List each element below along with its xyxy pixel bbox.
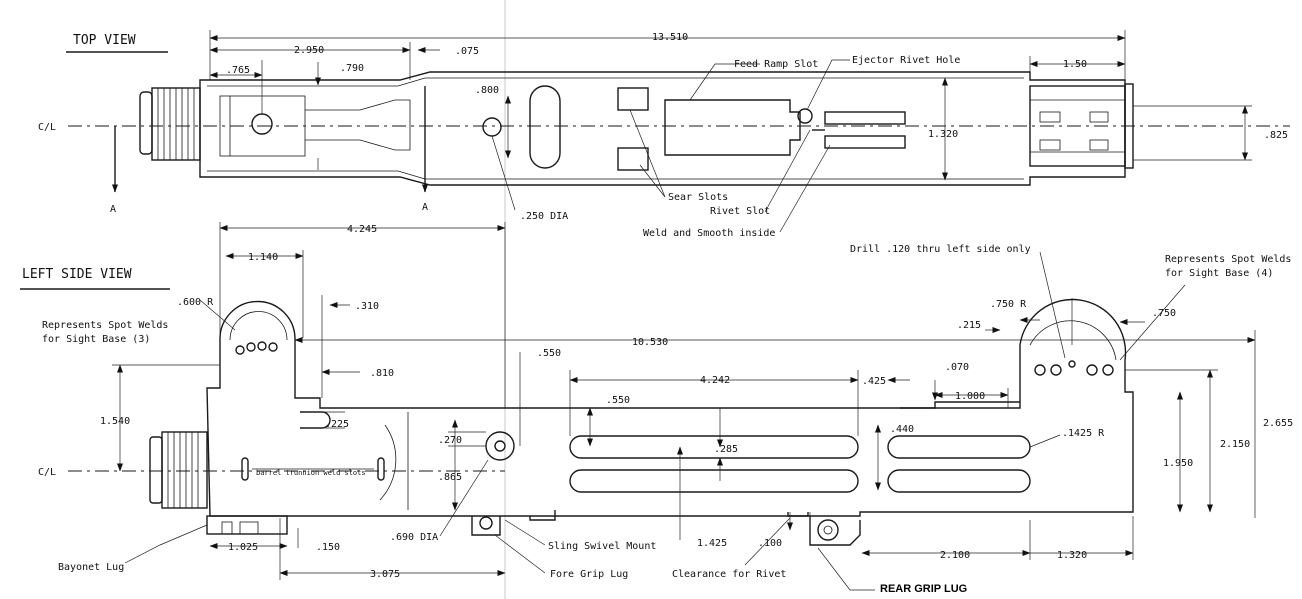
dim-top-800: .800 (475, 85, 499, 96)
callout-spot-welds-4-line1: Represents Spot Welds (1165, 254, 1291, 265)
callout-drill: Drill .120 thru left side only (850, 244, 1031, 255)
dim-side-150: .150 (316, 542, 340, 553)
dim-side-4245: 4.245 (347, 224, 377, 235)
callout-bayonet-lug: Bayonet Lug (58, 562, 124, 573)
dim-side-1540: 1.540 (100, 416, 130, 427)
dim-top-825: .825 (1264, 130, 1288, 141)
dim-top-765: .765 (226, 65, 250, 76)
section-mark-left: A (110, 204, 116, 215)
dim-hole-dia: .250 DIA (520, 211, 568, 222)
dim-overall-length: 13.510 (652, 32, 688, 43)
dim-side-1025: 1.025 (228, 542, 258, 553)
dim-side-550b: .550 (606, 395, 630, 406)
callout-fore-grip: Fore Grip Lug (550, 569, 628, 580)
dim-top-1320: 1.320 (928, 129, 958, 140)
dim-side-10530: 10.530 (632, 337, 668, 348)
dim-side-2100: 2.100 (940, 550, 970, 561)
dim-side-225: .225 (325, 419, 349, 430)
callout-feed-ramp: Feed Ramp Slot (734, 59, 818, 70)
callout-barrel-slots: barrel trunnion weld slots (256, 469, 366, 477)
callout-spot-welds-3-line1: Represents Spot Welds (42, 320, 168, 331)
dim-side-425: .425 (862, 376, 886, 387)
section-mark-right: A (422, 202, 428, 213)
side-centerline-label: C/L (38, 467, 56, 478)
callout-clearance: Clearance for Rivet (672, 569, 786, 580)
callout-weld-smooth: Weld and Smooth inside (643, 228, 775, 239)
dim-side-865: .865 (438, 472, 462, 483)
dim-side-1425: 1.425 (697, 538, 727, 549)
dim-side-750r: .750 R (990, 299, 1027, 310)
dim-side-1950: 1.950 (1163, 458, 1193, 469)
callout-rear-grip-lug: REAR GRIP LUG (880, 583, 967, 595)
dim-side-750: .750 (1152, 308, 1176, 319)
dim-side-100: .100 (758, 538, 782, 549)
dim-top-790: .790 (340, 63, 364, 74)
dim-side-550a: .550 (537, 348, 561, 359)
callout-rivet-slot: Rivet Slot (710, 206, 770, 217)
dim-side-3075: 3.075 (370, 569, 400, 580)
dim-side-440: .440 (890, 424, 914, 435)
dim-side-600r: .600 R (177, 297, 214, 308)
side-view-title: LEFT SIDE VIEW (22, 267, 132, 282)
dim-side-215: .215 (957, 320, 981, 331)
callout-spot-welds-4-line2: for Sight Base (4) (1165, 268, 1273, 279)
top-view-dimensions (209, 30, 1252, 233)
callout-sear-slots: Sear Slots (668, 192, 728, 203)
dim-side-1425r: .1425 R (1062, 428, 1105, 439)
callout-ejector-hole: Ejector Rivet Hole (852, 55, 960, 66)
callout-sling-swivel: Sling Swivel Mount (548, 541, 656, 552)
dim-top-2950: 2.950 (294, 45, 324, 56)
dim-side-4242: 4.242 (700, 375, 730, 386)
dim-top-075: .075 (455, 46, 479, 57)
dim-top-150: 1.50 (1063, 59, 1087, 70)
dim-side-310: .310 (355, 301, 379, 312)
side-view-dimensions (112, 222, 1256, 591)
dim-side-2150: 2.150 (1220, 439, 1250, 450)
dim-side-070: .070 (945, 362, 969, 373)
top-view-drawing (68, 71, 1290, 193)
top-centerline-label: C/L (38, 122, 56, 133)
dim-side-1140: 1.140 (248, 252, 278, 263)
dim-side-270: .270 (438, 435, 462, 446)
dim-side-2655: 2.655 (1263, 418, 1293, 429)
callout-spot-welds-3-line2: for Sight Base (3) (42, 334, 150, 345)
dim-side-285: .285 (714, 444, 738, 455)
dim-side-1320: 1.320 (1057, 550, 1087, 561)
dim-side-690dia: .690 DIA (390, 532, 438, 543)
dim-side-810: .810 (370, 368, 394, 379)
dim-side-1000: 1.000 (955, 391, 985, 402)
side-view-drawing (68, 298, 1134, 546)
top-view-title: TOP VIEW (73, 33, 136, 48)
